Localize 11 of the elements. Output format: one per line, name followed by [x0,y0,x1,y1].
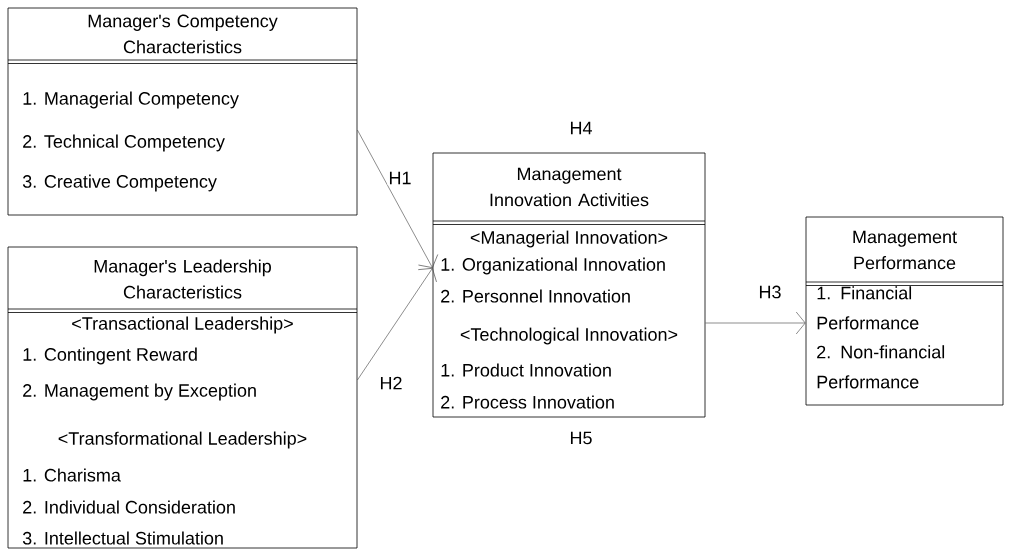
edge-label: H1 [387,170,413,186]
model-box: Management Performance 1. Financial Performance 2. Non-financial Performance [805,216,1004,406]
edge-label: H3 [757,284,783,300]
model-box: Manager's Competency Characteristics 1. Managerial Competency 2. Technical Competency 3. Creative Competency [7,7,358,216]
arrow [705,311,806,335]
arrow [357,268,437,381]
model-box: Management Innovation Activities <Managerial Innovation> 1. Organizational Innovation 2. Personnel Innovation <Technological Innovation> 1. Product Innovation 2. Process Innovation [432,152,706,418]
edge-label: H2 [378,375,404,391]
model-box: Manager's Leadership Characteristics <Transactional Leadership> 1. Contingent Reward 2. Management by Exception <Transformational Leadership> 1. Charisma 2. Individual Consideration 3. Intellectual Stimulation [7,246,358,549]
hypothesis-label: H4 [571,121,592,135]
arrow [357,129,439,268]
